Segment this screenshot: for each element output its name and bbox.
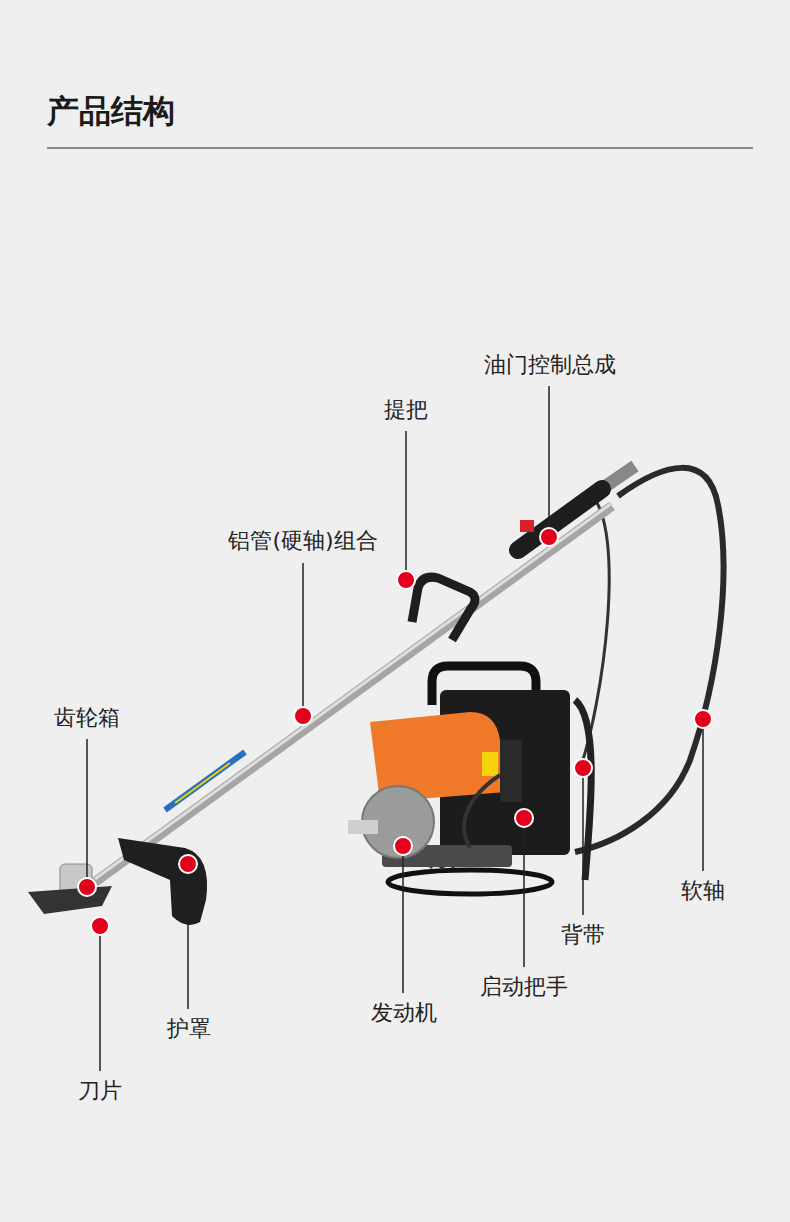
shaft-highlight: [95, 503, 612, 879]
part-label: 护罩: [167, 1016, 211, 1042]
callout-dots: [78, 528, 712, 935]
page-title: 产品结构: [47, 92, 175, 130]
engine-cable: [464, 775, 500, 848]
part-label: 软轴: [681, 878, 725, 904]
throttle-cable: [578, 496, 609, 775]
blade: [28, 886, 112, 914]
aluminium-shaft: [95, 506, 612, 882]
part-label: 刀片: [78, 1078, 122, 1104]
guard: [118, 838, 207, 925]
part-label: 油门控制总成: [484, 352, 616, 378]
d-handle: [412, 577, 475, 640]
output-shaft: [348, 820, 378, 834]
engine-side: [500, 740, 522, 802]
frame-base: [388, 870, 552, 894]
leader-lines: [87, 386, 703, 1071]
part-label: 提把: [384, 397, 428, 423]
warning-label: [482, 752, 498, 776]
flex-shaft: [575, 468, 723, 852]
part-label: 齿轮箱: [54, 705, 120, 731]
part-label: 启动把手: [480, 974, 568, 1000]
stop-switch: [520, 520, 534, 532]
shaft-decal: [165, 752, 245, 810]
part-label: 发动机: [371, 1000, 437, 1026]
title-rule: [47, 147, 753, 149]
shaft-decal-stripe: [175, 763, 230, 803]
part-label: 背带: [561, 922, 605, 948]
part-label: 铝管(硬轴)组合: [228, 528, 377, 554]
throttle-handle: [518, 489, 602, 550]
